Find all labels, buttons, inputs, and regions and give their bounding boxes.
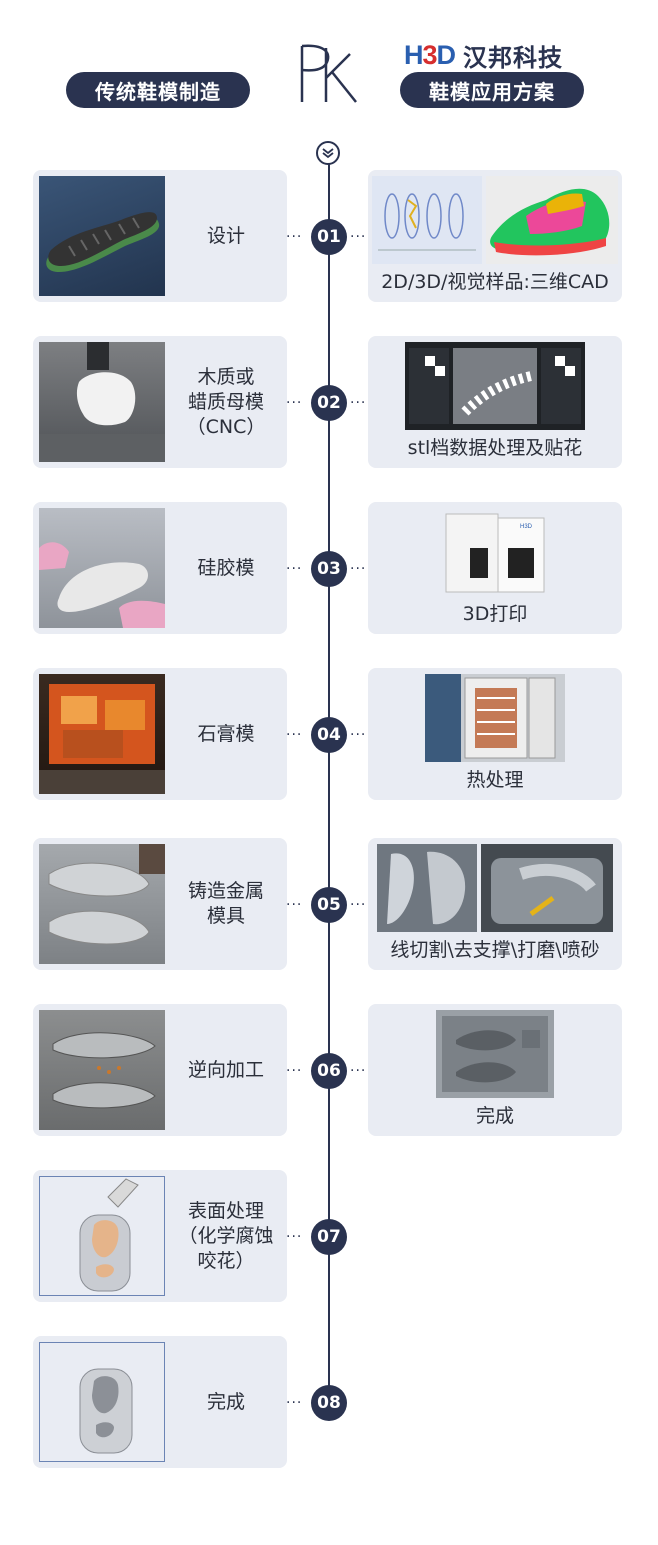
solution-step-04-label: 热处理	[466, 769, 524, 791]
traditional-step-07-card: 表面处理 （化学腐蚀 咬花）	[33, 1170, 287, 1302]
solution-step-02-label: stl档数据处理及贴花	[407, 437, 583, 459]
traditional-title: 传统鞋模制造	[95, 79, 221, 104]
traditional-step-04-label: 石膏模	[197, 722, 255, 745]
plaster-mold-kiln-image	[39, 674, 165, 794]
surface-etching-illustration	[39, 1176, 165, 1296]
connector-dots: ···	[350, 229, 367, 245]
pk-versus-mark	[300, 44, 357, 103]
connector-dots: ···	[286, 561, 303, 577]
traditional-step-02-label: 木质或 蜡质母模 （CNC）	[186, 365, 266, 438]
connector-dots: ···	[350, 561, 367, 577]
timeline-line	[328, 160, 330, 1405]
connector-dots: ···	[286, 229, 303, 245]
finished-mold-illustration	[39, 1342, 165, 1462]
heat-treatment-oven-image	[425, 674, 565, 762]
brand-logo: H3D	[404, 39, 456, 70]
connector-dots: ···	[350, 1063, 367, 1079]
cnc-machining-image	[39, 342, 165, 462]
connector-dots: ···	[350, 395, 367, 411]
traditional-step-06-label: 逆向加工	[187, 1058, 264, 1081]
step-07-badge: 07	[311, 1219, 347, 1255]
connector-dots: ···	[350, 897, 367, 913]
traditional-step-03-card: 硅胶模	[33, 502, 287, 634]
colored-shoe-cad-image	[486, 176, 618, 264]
connector-dots: ···	[286, 1063, 303, 1079]
polishing-mold-image	[481, 844, 613, 932]
connector-dots: ···	[286, 897, 303, 913]
solution-step-04-card: 热处理	[368, 668, 622, 800]
step-02-badge: 02	[311, 385, 347, 421]
traditional-step-08-label: 完成	[206, 1390, 245, 1413]
solution-step-01-label: 2D/3D/视觉样品:三维CAD	[381, 271, 609, 293]
solution-step-02-card: stl档数据处理及贴花	[368, 336, 622, 468]
svg-text:H3D: H3D	[520, 524, 533, 530]
solution-title: 鞋模应用方案	[429, 79, 555, 104]
3d-printer-image: H3D	[440, 508, 550, 596]
traditional-step-01-label: 设计	[206, 224, 245, 247]
traditional-step-05-card: 铸造金属 模具	[33, 838, 287, 970]
traditional-step-06-card: 逆向加工	[33, 1004, 287, 1136]
traditional-step-04-card: 石膏模	[33, 668, 287, 800]
traditional-step-08-card: 完成	[33, 1336, 287, 1468]
cad-layout-image	[372, 176, 482, 264]
stl-decal-software-image	[405, 342, 585, 430]
solution-step-01-card: 2D/3D/视觉样品:三维CAD	[368, 170, 622, 302]
step-01-badge: 01	[311, 219, 347, 255]
solution-step-05-label: 线切割\去支撑\打磨\喷砂	[390, 939, 600, 961]
cast-metal-mold-image	[39, 844, 165, 964]
solution-step-06-card: 完成	[368, 1004, 622, 1136]
step-05-badge: 05	[311, 887, 347, 923]
chevron-down-icon	[316, 141, 340, 165]
traditional-step-03-label: 硅胶模	[197, 556, 255, 579]
solution-step-05-card: 线切割\去支撑\打磨\喷砂	[368, 838, 622, 970]
traditional-step-02-card: 木质或 蜡质母模 （CNC）	[33, 336, 287, 468]
step-08-badge: 08	[311, 1385, 347, 1421]
connector-dots: ···	[350, 727, 367, 743]
shoe-sole-render-image	[39, 176, 165, 296]
reverse-machining-image	[39, 1010, 165, 1130]
solution-step-06-label: 完成	[475, 1105, 514, 1127]
connector-dots: ···	[286, 727, 303, 743]
connector-dots: ···	[286, 1229, 303, 1245]
traditional-title-pill: 传统鞋模制造	[66, 72, 250, 108]
step-03-badge: 03	[311, 551, 347, 587]
finished-mold-image	[436, 1010, 554, 1098]
brand-name: 汉邦科技	[463, 43, 564, 72]
solution-step-03-card: H3D 3D打印	[368, 502, 622, 634]
traditional-step-07-label: 表面处理 （化学腐蚀 咬花）	[178, 1199, 274, 1272]
step-04-badge: 04	[311, 717, 347, 753]
silicone-mold-image	[39, 508, 165, 628]
traditional-step-05-label: 铸造金属 模具	[187, 880, 264, 927]
connector-dots: ···	[286, 395, 303, 411]
traditional-step-01-card: 设计	[33, 170, 287, 302]
connector-dots: ···	[286, 1395, 303, 1411]
step-06-badge: 06	[311, 1053, 347, 1089]
solution-title-pill: 鞋模应用方案	[400, 72, 584, 108]
solution-step-03-label: 3D打印	[462, 603, 528, 625]
brand: H3D 汉邦科技	[404, 39, 564, 72]
wire-cut-parts-image	[377, 844, 477, 932]
